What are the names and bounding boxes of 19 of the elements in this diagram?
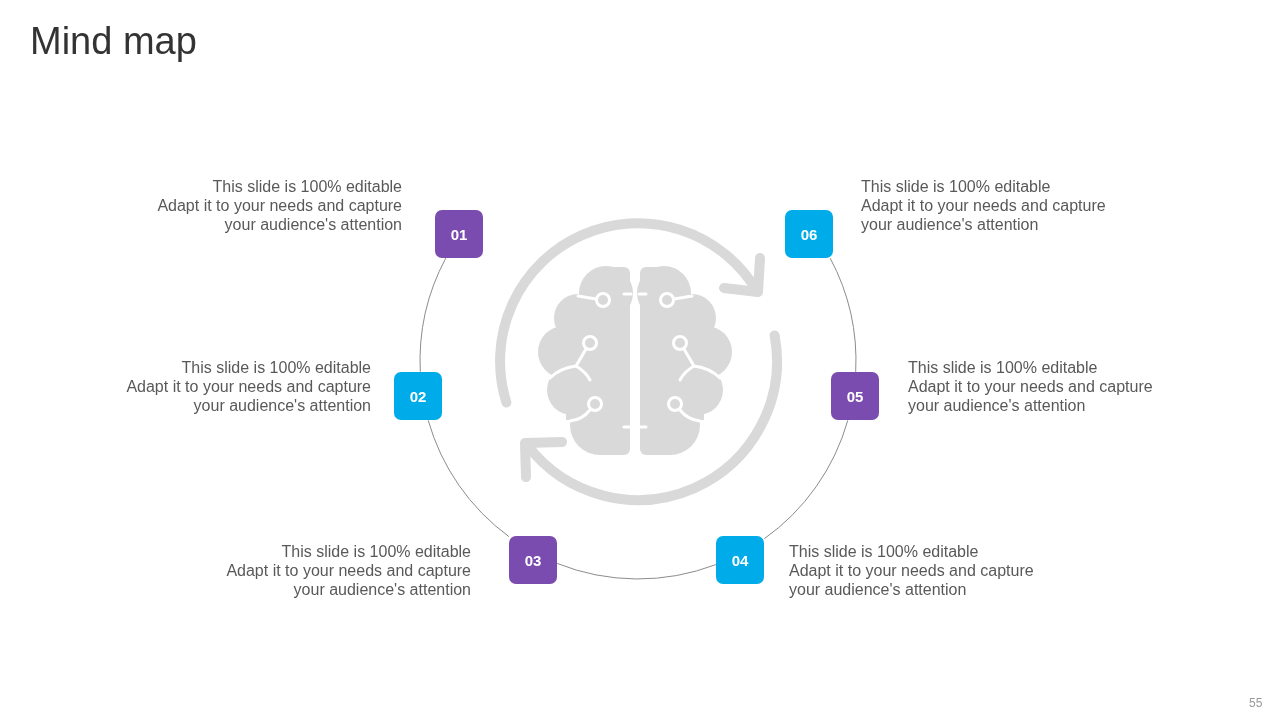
description-text: This slide is 100% editable Adapt it to your needs and capture your audience's attention [225,542,471,599]
slide-title: Mind map [30,20,197,63]
number-tile: 03 [509,536,557,584]
description-text: This slide is 100% editable Adapt it to your needs and capture your audience's attention [156,177,402,234]
description-text: This slide is 100% editable Adapt it to your needs and capture your audience's attention [908,358,1154,415]
number-tile: 05 [831,372,879,420]
number-tile: 06 [785,210,833,258]
description-text: This slide is 100% editable Adapt it to your needs and capture your audience's attention [789,542,1035,599]
description-text: This slide is 100% editable Adapt it to your needs and capture your audience's attention [125,358,371,415]
connector-line [556,562,717,580]
number-tile: 02 [394,372,442,420]
number-tile: 01 [435,210,483,258]
connector-line [427,419,510,538]
connector-line [419,257,447,373]
connector-line [763,419,849,540]
connector-line [829,257,857,373]
page-number: 55 [1249,696,1263,710]
number-tile: 04 [716,536,764,584]
description-text: This slide is 100% editable Adapt it to your needs and capture your audience's attention [861,177,1107,234]
